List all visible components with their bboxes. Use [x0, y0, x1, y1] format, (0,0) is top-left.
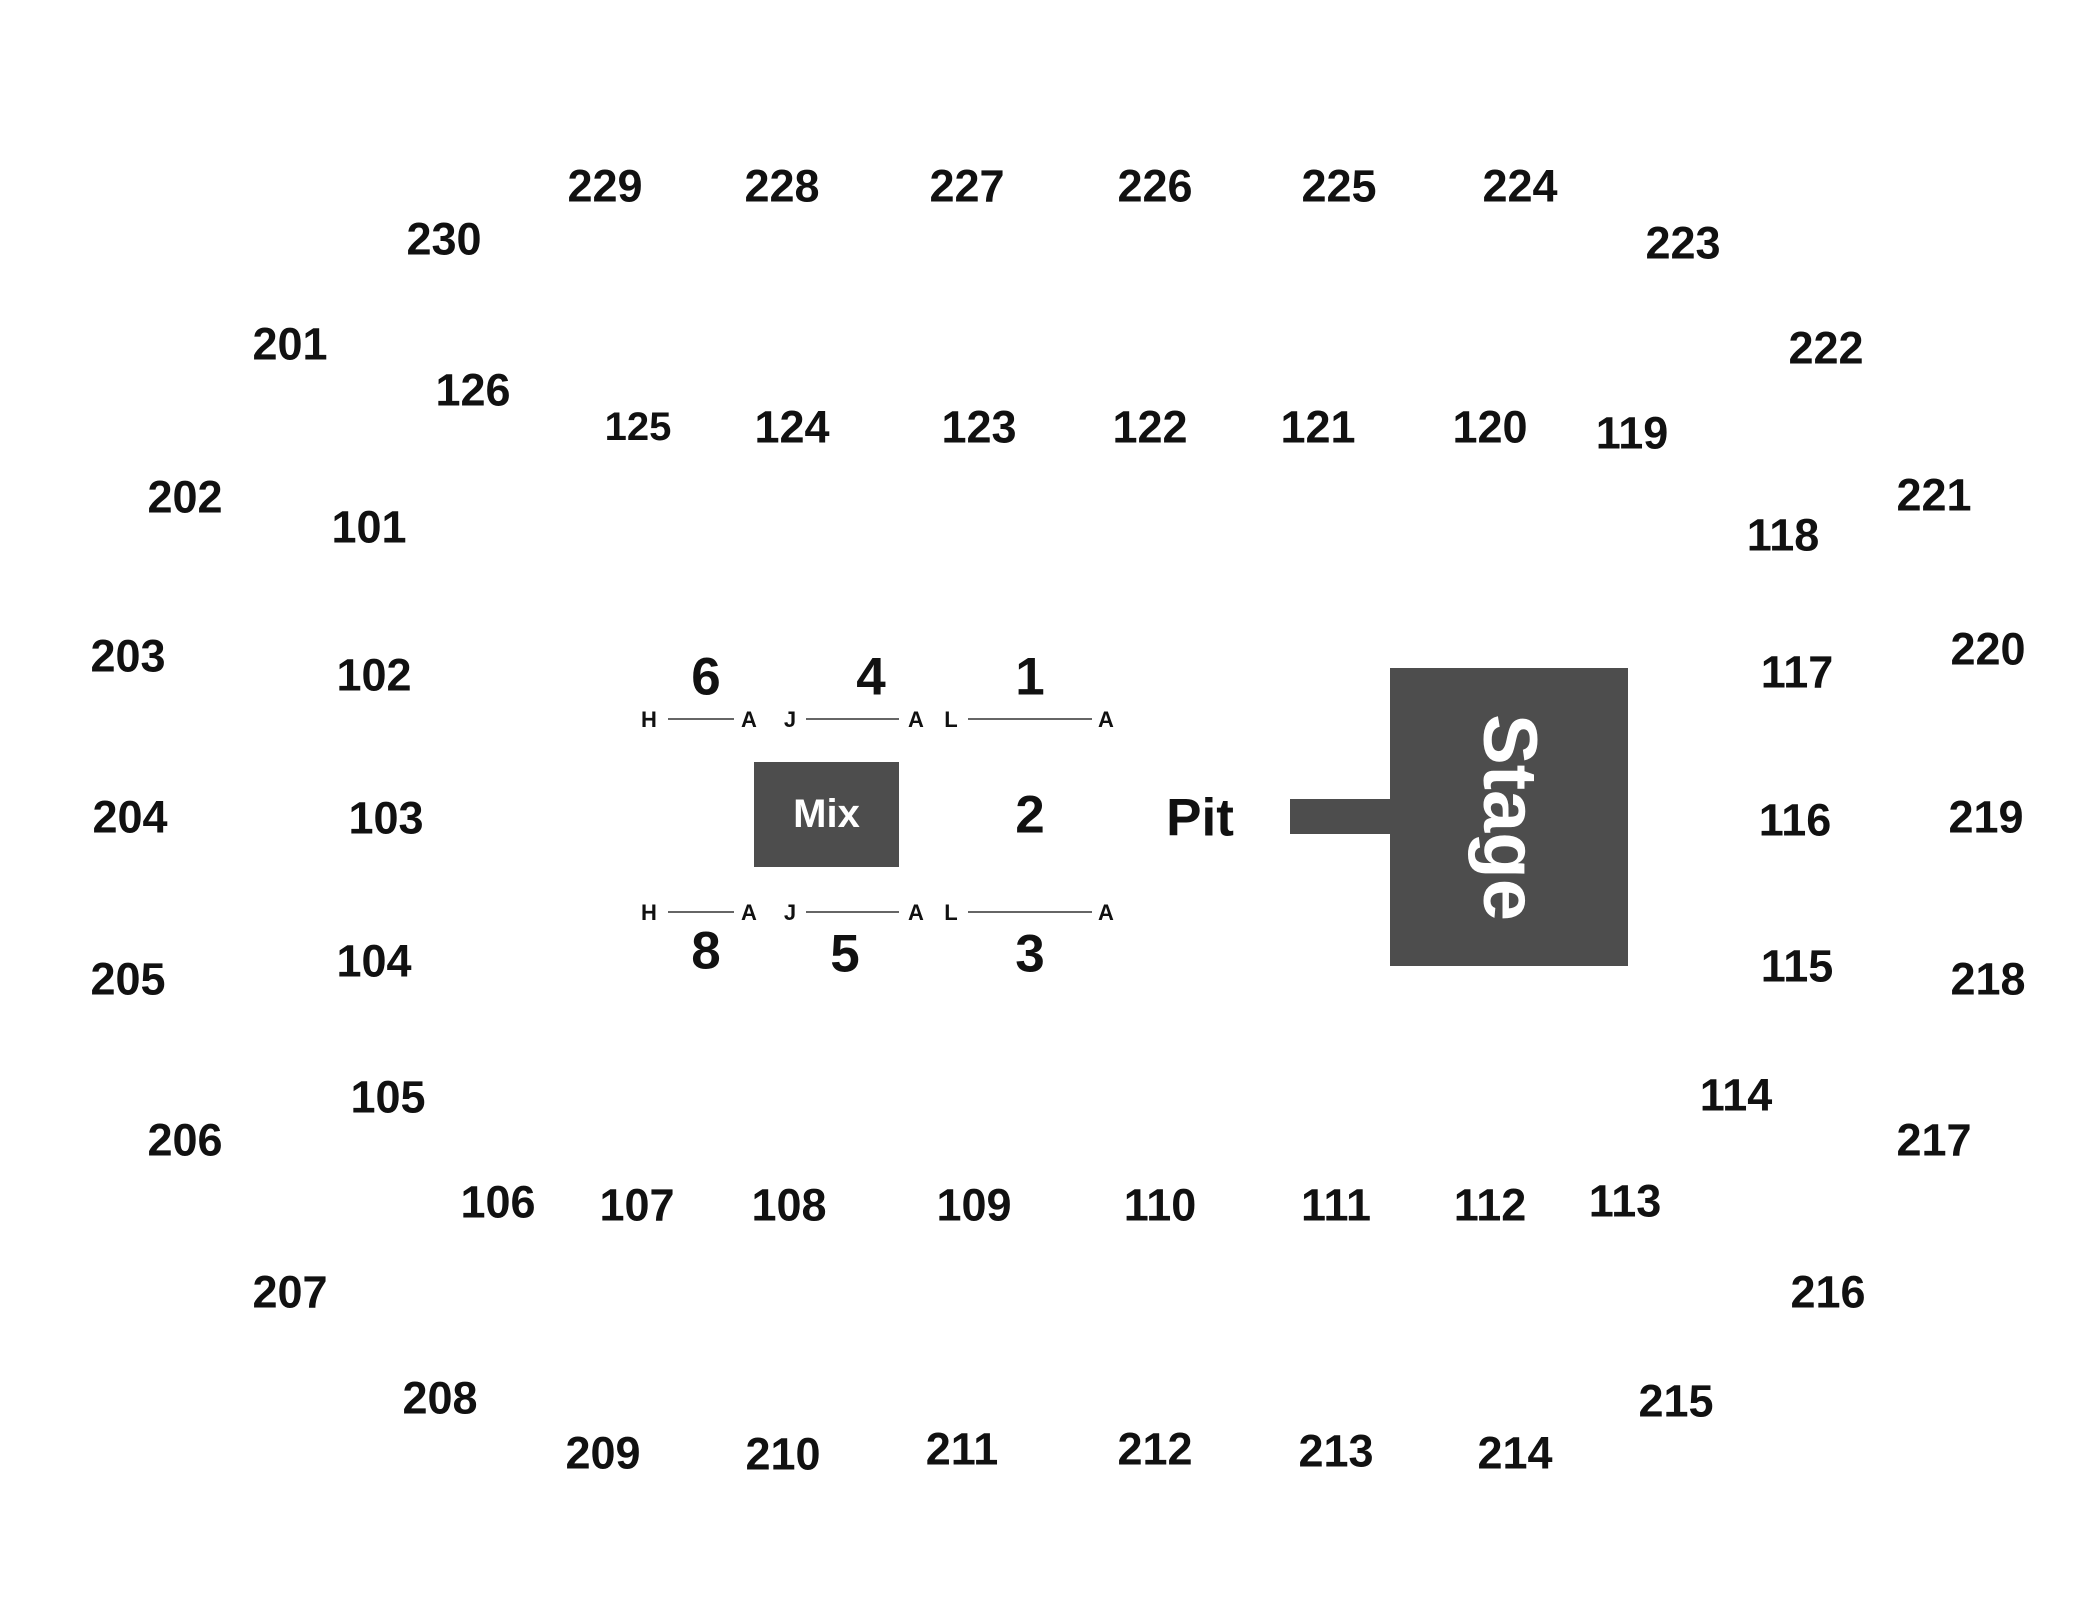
- section-214[interactable]: 214: [1477, 1427, 1553, 1479]
- section-102[interactable]: 102: [336, 649, 412, 701]
- section-211[interactable]: 211: [925, 1423, 999, 1475]
- section-117[interactable]: 117: [1760, 646, 1834, 698]
- section-230[interactable]: 230: [406, 213, 482, 265]
- section-106[interactable]: 106: [460, 1176, 536, 1228]
- row-marker-j-bottom: J: [783, 900, 797, 925]
- section-115[interactable]: 115: [1760, 940, 1834, 992]
- floor-section-5[interactable]: 5: [830, 924, 860, 984]
- section-203[interactable]: 203: [90, 630, 166, 682]
- section-119[interactable]: 119: [1595, 407, 1669, 459]
- floor-section-6[interactable]: 6: [691, 647, 721, 707]
- row-marker-a-bottom: A: [741, 900, 757, 925]
- section-210[interactable]: 210: [745, 1428, 821, 1480]
- section-218[interactable]: 218: [1950, 953, 2026, 1005]
- section-219[interactable]: 219: [1948, 791, 2024, 843]
- section-204[interactable]: 204: [92, 791, 168, 843]
- floor-section-8[interactable]: 8: [691, 921, 721, 981]
- row-line: [668, 718, 734, 720]
- section-215[interactable]: 215: [1638, 1375, 1714, 1427]
- row-marker-h-bottom: H: [641, 900, 657, 925]
- row-marker-a-bottom: A: [908, 900, 924, 925]
- row-marker-a-top: A: [908, 707, 924, 732]
- section-105[interactable]: 105: [350, 1071, 426, 1123]
- section-225[interactable]: 225: [1301, 160, 1377, 212]
- row-line: [968, 911, 1092, 913]
- section-111[interactable]: 111: [1300, 1179, 1372, 1231]
- section-229[interactable]: 229: [567, 160, 643, 212]
- section-107[interactable]: 107: [599, 1179, 675, 1231]
- pit-label[interactable]: Pit: [1166, 788, 1234, 848]
- row-marker-a-top: A: [741, 707, 757, 732]
- row-line: [806, 718, 899, 720]
- section-227[interactable]: 227: [929, 160, 1005, 212]
- section-123[interactable]: 123: [941, 401, 1017, 453]
- section-205[interactable]: 205: [90, 953, 166, 1005]
- floor-section-4[interactable]: 4: [856, 647, 886, 707]
- stage: Stage: [1390, 668, 1628, 966]
- section-109[interactable]: 109: [936, 1179, 1012, 1231]
- row-marker-a-bottom: A: [1098, 900, 1114, 925]
- section-108[interactable]: 108: [751, 1179, 827, 1231]
- row-marker-j-top: J: [783, 707, 797, 732]
- section-213[interactable]: 213: [1298, 1425, 1374, 1477]
- section-114[interactable]: 114: [1699, 1069, 1773, 1121]
- section-208[interactable]: 208: [402, 1372, 478, 1424]
- section-113[interactable]: 113: [1588, 1175, 1662, 1227]
- section-221[interactable]: 221: [1896, 469, 1972, 521]
- section-226[interactable]: 226: [1117, 160, 1193, 212]
- floor-section-1[interactable]: 1: [1015, 647, 1045, 707]
- stage-runway: [1290, 799, 1392, 834]
- section-116[interactable]: 116: [1758, 794, 1832, 846]
- section-206[interactable]: 206: [147, 1114, 223, 1166]
- section-222[interactable]: 222: [1788, 322, 1864, 374]
- section-112[interactable]: 112: [1453, 1179, 1527, 1231]
- row-line: [668, 911, 734, 913]
- section-110[interactable]: 110: [1123, 1179, 1197, 1231]
- row-line: [968, 718, 1092, 720]
- section-223[interactable]: 223: [1645, 217, 1721, 269]
- row-line: [806, 911, 899, 913]
- section-104[interactable]: 104: [336, 935, 412, 987]
- section-228[interactable]: 228: [744, 160, 820, 212]
- row-marker-h-top: H: [641, 707, 657, 732]
- section-118[interactable]: 118: [1746, 509, 1820, 561]
- row-marker-l-bottom: L: [944, 900, 958, 925]
- row-marker-l-top: L: [944, 707, 958, 732]
- stage-label: Stage: [1466, 713, 1552, 921]
- section-209[interactable]: 209: [565, 1427, 641, 1479]
- section-207[interactable]: 207: [252, 1266, 328, 1318]
- section-201[interactable]: 201: [252, 318, 328, 370]
- section-126[interactable]: 126: [435, 364, 511, 416]
- floor-section-3[interactable]: 3: [1015, 924, 1045, 984]
- section-212[interactable]: 212: [1117, 1423, 1193, 1475]
- section-121[interactable]: 121: [1280, 401, 1356, 453]
- section-220[interactable]: 220: [1950, 623, 2026, 675]
- section-202[interactable]: 202: [147, 471, 223, 523]
- section-125[interactable]: 125: [604, 405, 672, 449]
- floor-section-2[interactable]: 2: [1015, 785, 1045, 845]
- mix-position[interactable]: Mix: [754, 762, 899, 867]
- section-224[interactable]: 224: [1482, 160, 1558, 212]
- section-103[interactable]: 103: [348, 792, 424, 844]
- section-101[interactable]: 101: [331, 501, 407, 553]
- section-124[interactable]: 124: [754, 401, 830, 453]
- mix-label: Mix: [793, 792, 860, 836]
- section-122[interactable]: 122: [1112, 401, 1188, 453]
- section-120[interactable]: 120: [1452, 401, 1528, 453]
- row-marker-a-top: A: [1098, 707, 1114, 732]
- section-216[interactable]: 216: [1790, 1266, 1866, 1318]
- section-217[interactable]: 217: [1896, 1114, 1972, 1166]
